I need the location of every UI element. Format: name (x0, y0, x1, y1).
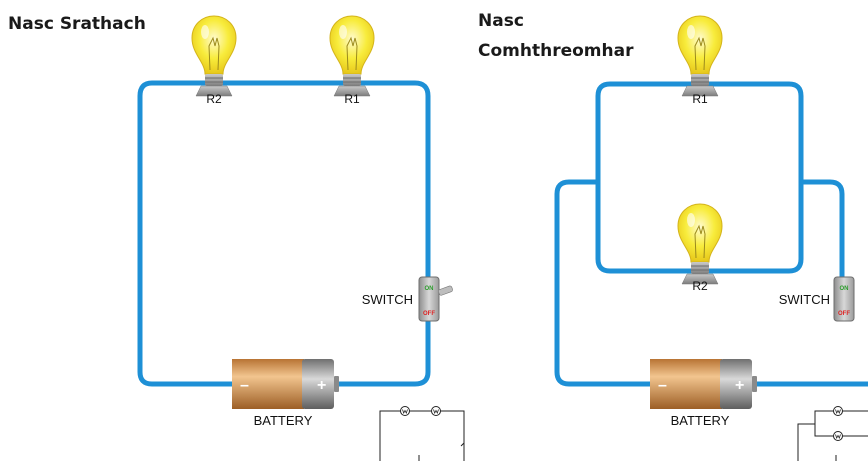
switch-off-label: OFF (423, 311, 435, 317)
parallel-title-line1: Nasc (478, 11, 524, 31)
parallel-inner-wire (595, 81, 804, 274)
switch-label: SWITCH (779, 292, 830, 307)
battery-plus: + (735, 377, 744, 394)
parallel-schematic (797, 406, 868, 461)
switch-off-label: OFF (838, 311, 850, 317)
switch-on-label: ON (840, 286, 849, 292)
parallel-outer-wire-right (798, 179, 845, 281)
battery-minus: – (240, 377, 249, 394)
battery-icon: – + (650, 359, 757, 409)
bulb-label-r2: R2 (692, 279, 708, 293)
parallel-circuit: Nasc Comhthreomhar R1 R2 ON OFF SWITCH –… (478, 11, 868, 461)
battery-minus: – (658, 377, 667, 394)
battery-label: BATTERY (671, 413, 730, 428)
parallel-outer-wire (554, 179, 868, 387)
bulb-label-r2: R2 (206, 92, 222, 106)
battery-plus: + (317, 377, 326, 394)
bulb-label-r1: R1 (344, 92, 360, 106)
toggle-switch[interactable]: ON OFF (833, 276, 855, 322)
battery-label: BATTERY (254, 413, 313, 428)
bulb-symbol-icon (833, 431, 843, 441)
battery-icon: – + (232, 359, 339, 409)
bulb-label-r1: R1 (692, 92, 708, 106)
bulb-symbol-icon (400, 406, 410, 416)
series-schematic (379, 406, 465, 461)
bulb-symbol-icon (833, 406, 843, 416)
bulb-symbol-icon (431, 406, 441, 416)
switch-label: SWITCH (362, 292, 413, 307)
toggle-switch[interactable]: ON OFF (418, 276, 453, 322)
parallel-title-line2: Comhthreomhar (478, 41, 634, 61)
series-wire (137, 80, 431, 387)
series-title: Nasc Srathach (8, 14, 146, 34)
series-circuit: Nasc Srathach R2 R1 ON OFF SWITCH – + BA… (8, 14, 465, 461)
switch-on-label: ON (425, 286, 434, 292)
